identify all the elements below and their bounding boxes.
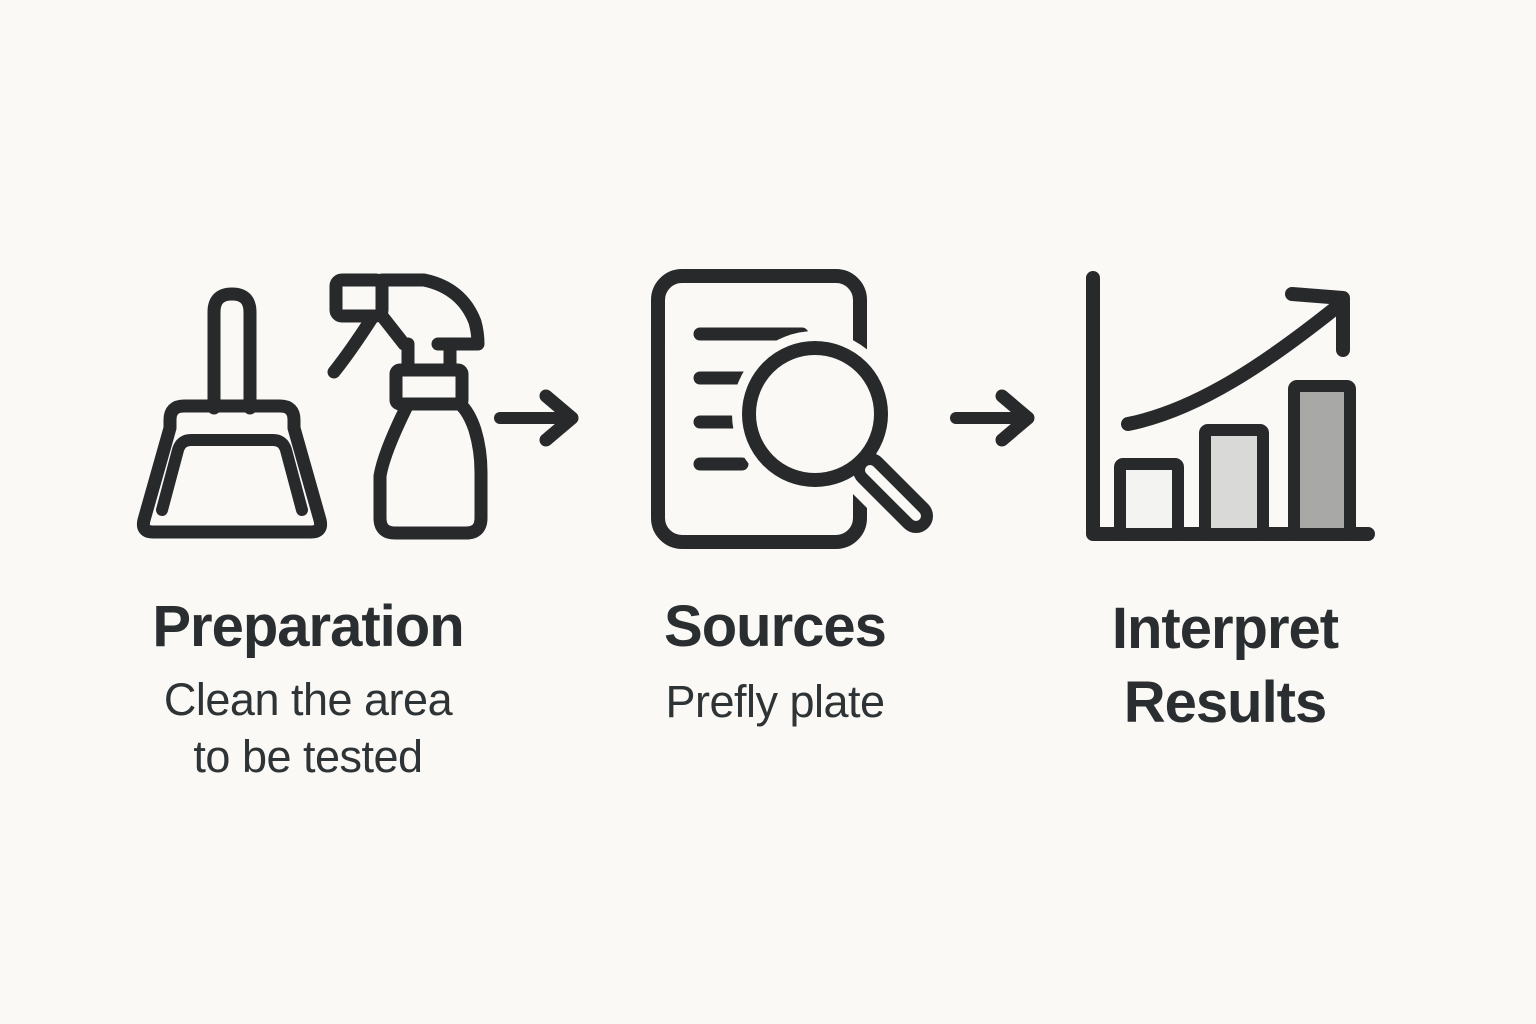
step-preparation-title-text: Preparation [152,594,464,659]
flow-connector-1 [492,386,592,455]
title-line: Results [1123,670,1328,736]
bar-chart-growth-icon [1086,271,1375,541]
spray-bottle-icon [327,273,488,540]
subtitle-line: Clean the area [163,674,453,725]
flow-connector-2 [948,386,1048,455]
growth-arrow [1121,287,1350,431]
step-sources-icon-group [630,258,970,558]
step-interpret-title: Interpret Results [1040,592,1410,740]
step-sources-subtitle: Prefly plate [600,674,950,731]
chart-bars [1114,380,1356,540]
bar-high [1288,380,1356,540]
document-magnifier-icon [651,269,945,549]
step-sources-title: Sources [600,590,950,664]
step-preparation-title: Preparation [88,590,528,664]
dustpan-icon [136,287,328,539]
title-line: Interpret [1111,596,1339,661]
chart-axes [1086,271,1375,541]
subtitle-line: to be tested [193,730,423,782]
step-preparation-subtitle: Clean the area to be tested [88,672,528,785]
cleaning-tools-icon [136,273,488,540]
magnifier-icon [732,331,945,545]
right-arrow-icon [494,389,579,447]
bar-low [1114,458,1184,540]
right-arrow-icon [950,389,1035,447]
step-preparation-icon-group [118,250,498,550]
step-interpret-icon-group [1058,258,1398,558]
bar-mid [1199,424,1269,540]
subtitle-line: Prefly plate [665,676,885,727]
step-sources-title-text: Sources [664,594,887,659]
